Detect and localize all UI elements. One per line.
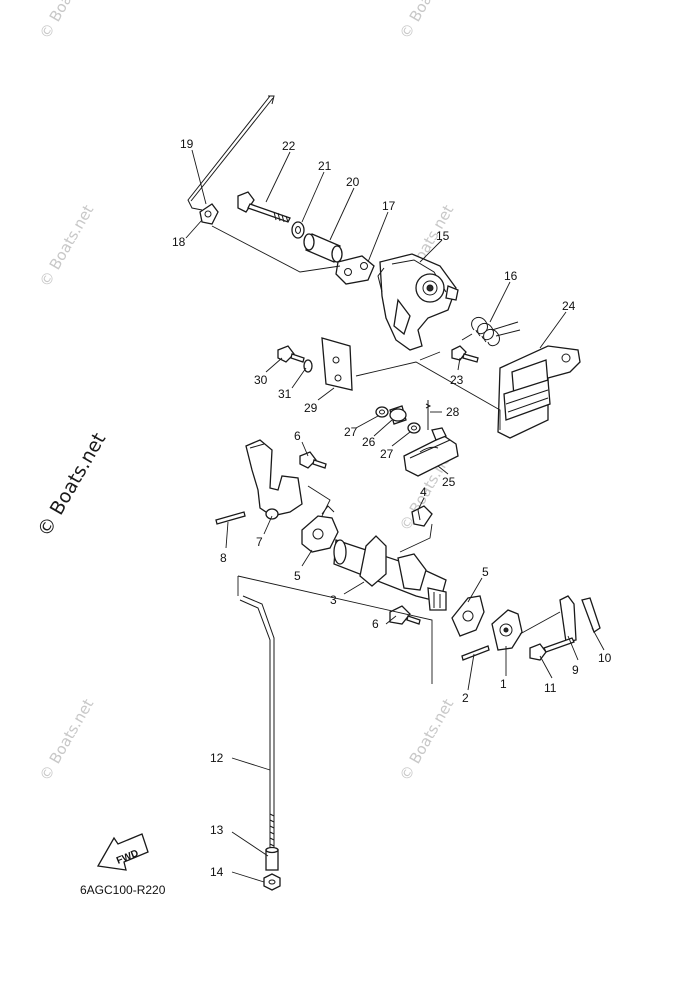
callout-23: 23 bbox=[450, 373, 464, 387]
callout-6-upper: 6 bbox=[294, 429, 301, 443]
callout-leaders bbox=[185, 149, 605, 883]
part-24-bracket bbox=[497, 345, 581, 439]
part-3-shift-shaft bbox=[333, 535, 447, 611]
callout-2: 2 bbox=[462, 691, 469, 705]
watermark: © Boats.net bbox=[36, 0, 97, 42]
callout-16: 16 bbox=[504, 269, 518, 283]
part-10-plate bbox=[581, 597, 601, 633]
callout-9: 9 bbox=[572, 663, 579, 677]
part-30-screw bbox=[277, 345, 305, 363]
callout-20: 20 bbox=[346, 175, 360, 189]
part-16-spring bbox=[461, 317, 521, 347]
callout-15: 15 bbox=[436, 229, 450, 243]
callout-24: 24 bbox=[562, 299, 576, 313]
part-29-plate bbox=[321, 337, 353, 391]
part-8-pin bbox=[215, 511, 246, 525]
part-23-bolt bbox=[451, 345, 479, 363]
callout-31: 31 bbox=[278, 387, 292, 401]
callout-29: 29 bbox=[304, 401, 318, 415]
watermark: © Boats.net bbox=[36, 202, 97, 290]
callout-11: 11 bbox=[544, 681, 557, 695]
part-21-washer bbox=[291, 221, 305, 239]
part-11-bolt bbox=[529, 637, 575, 661]
part-18-clip bbox=[199, 203, 219, 225]
callout-25: 25 bbox=[442, 475, 456, 489]
callout-12: 12 bbox=[210, 751, 224, 765]
part-5-cam-lower bbox=[451, 595, 485, 637]
callout-1-lower: 1 bbox=[500, 677, 507, 691]
part-19-rod bbox=[187, 95, 275, 211]
callout-26: 26 bbox=[362, 435, 376, 449]
callout-8: 8 bbox=[220, 551, 227, 565]
callout-4: 4 bbox=[420, 485, 427, 499]
part-12-rod bbox=[239, 595, 275, 850]
callout-3: 3 bbox=[330, 593, 337, 607]
part-17-link bbox=[335, 255, 375, 285]
part-13-sleeve bbox=[265, 846, 279, 871]
watermark: © Boats.net bbox=[396, 696, 457, 784]
part-22-bolt bbox=[237, 191, 291, 223]
part-31-washer bbox=[303, 359, 313, 373]
callout-21: 21 bbox=[318, 159, 332, 173]
diagram-code: 6AGC100-R220 bbox=[80, 883, 166, 897]
callout-17: 17 bbox=[382, 199, 396, 213]
assembly-lines bbox=[211, 225, 561, 684]
callout-28: 28 bbox=[446, 405, 460, 419]
part-14-nut bbox=[263, 873, 281, 891]
callout-13: 13 bbox=[210, 823, 224, 837]
callout-18: 18 bbox=[172, 235, 186, 249]
part-15-lever-assembly bbox=[377, 253, 459, 351]
watermark-main: © Boats.net bbox=[33, 429, 110, 540]
callout-5-lower: 5 bbox=[482, 565, 489, 579]
part-6-bolt-upper bbox=[299, 451, 327, 469]
part-25-slider bbox=[403, 427, 459, 477]
part-2-pin bbox=[461, 645, 490, 661]
part-4-clip bbox=[411, 505, 433, 527]
callout-7: 7 bbox=[256, 535, 263, 549]
callout-6-lower: 6 bbox=[372, 617, 379, 631]
callout-19: 19 bbox=[180, 137, 194, 151]
part-5-cam-upper bbox=[301, 505, 339, 553]
callout-27-upper: 27 bbox=[344, 425, 358, 439]
callout-22: 22 bbox=[282, 139, 296, 153]
callout-30: 30 bbox=[254, 373, 268, 387]
callout-10: 10 bbox=[598, 651, 612, 665]
part-9-plate bbox=[559, 595, 577, 643]
part-6-bolt-lower bbox=[389, 605, 421, 625]
callout-27-lower: 27 bbox=[380, 447, 394, 461]
part-7-shift-lever bbox=[245, 439, 303, 520]
part-20-collar bbox=[303, 233, 343, 263]
watermarks: © Boats.net © Boats.net © Boats.net © Bo… bbox=[33, 0, 457, 784]
callout-numbers: 19 18 22 21 20 17 15 16 24 23 30 31 29 2… bbox=[172, 137, 612, 879]
watermark: © Boats.net bbox=[36, 696, 97, 784]
callout-14: 14 bbox=[210, 865, 224, 879]
callout-5-upper: 5 bbox=[294, 569, 301, 583]
part-1-lever bbox=[491, 609, 523, 651]
part-27-washer-upper bbox=[375, 406, 389, 418]
fwd-arrow-icon: FWD bbox=[96, 833, 149, 871]
watermark: © Boats.net bbox=[396, 0, 457, 42]
part-28-pin bbox=[425, 400, 432, 430]
part-26-collar bbox=[389, 405, 407, 425]
part-27-washer-lower bbox=[407, 422, 421, 434]
